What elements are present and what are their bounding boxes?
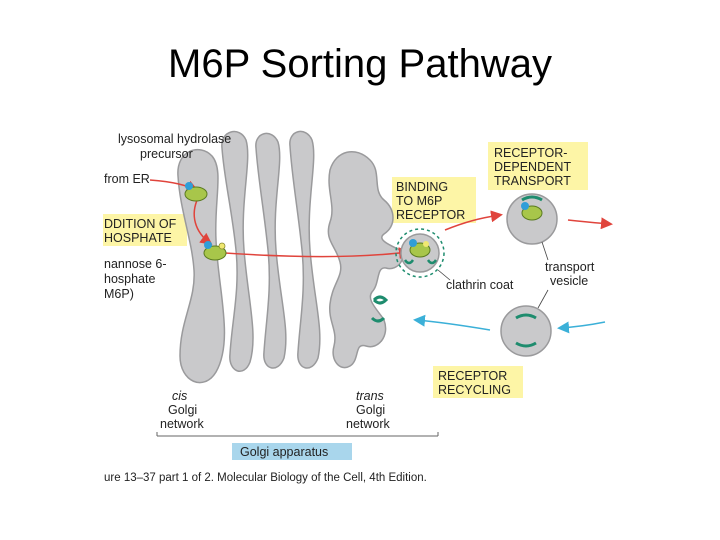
m6p-dot: [218, 242, 226, 250]
golgi-apparatus-label: Golgi apparatus: [240, 445, 328, 459]
cis-golgi-label: cis Golgi network: [160, 389, 205, 431]
golgi-transit-arrow: [224, 247, 411, 260]
cisterna-2: [221, 130, 254, 372]
clathrin-coat-label: clathrin coat: [446, 278, 514, 292]
cis-cisterna: [177, 148, 226, 384]
receptor-transport-label: RECEPTOR- DEPENDENT TRANSPORT: [494, 146, 574, 188]
recycling-vesicle: [500, 305, 552, 357]
m6p-label: nannose 6- hosphate M6P): [104, 257, 170, 301]
vesicle-pointer-lower: [537, 289, 549, 309]
addition-label-box: [103, 214, 187, 246]
transport-vesicle-upper: [506, 193, 558, 245]
hydrolase-blue-dot: [185, 182, 193, 190]
slide-title: M6P Sorting Pathway: [168, 42, 552, 86]
recycling-label: RECEPTOR RECYCLING: [438, 369, 511, 397]
figure-caption: ure 13–37 part 1 of 2. Molecular Biology…: [104, 472, 427, 484]
golgi-stack: [177, 130, 404, 384]
transport-label-box: [488, 142, 588, 190]
transport-vesicle-label: transport vesicle: [545, 260, 598, 288]
bud-to-vesicle-arrow: [444, 210, 503, 231]
addition-label: DDITION OF HOSPHATE: [104, 217, 180, 245]
clathrin-pointer: [437, 269, 451, 281]
tgn-receptors: [370, 295, 389, 323]
recycling-arrow-in: [557, 321, 606, 334]
trans-golgi-label: trans Golgi network: [346, 389, 391, 431]
phosphate-arrow: [193, 197, 213, 245]
cisterna-4: [289, 130, 321, 369]
cisterna-3: [255, 132, 287, 369]
hydrolase-precursor: [184, 182, 208, 202]
golgi-apparatus-box: [232, 443, 352, 460]
clathrin-coated-bud: [395, 228, 445, 278]
from-er-label: from ER: [104, 172, 150, 186]
phosphorylated-hydrolase: [203, 241, 227, 261]
recycling-arrow-back: [413, 314, 491, 331]
trans-golgi-network: [327, 150, 404, 369]
binding-label: BINDING TO M6P RECEPTOR: [396, 180, 465, 222]
precursor-label: lysosomal hydrolase precursor: [118, 132, 235, 161]
recycling-label-box: [433, 366, 523, 398]
binding-label-box: [392, 177, 476, 223]
vesicle-pointer-upper: [541, 241, 549, 261]
to-lysosome-arrow: [567, 217, 613, 230]
